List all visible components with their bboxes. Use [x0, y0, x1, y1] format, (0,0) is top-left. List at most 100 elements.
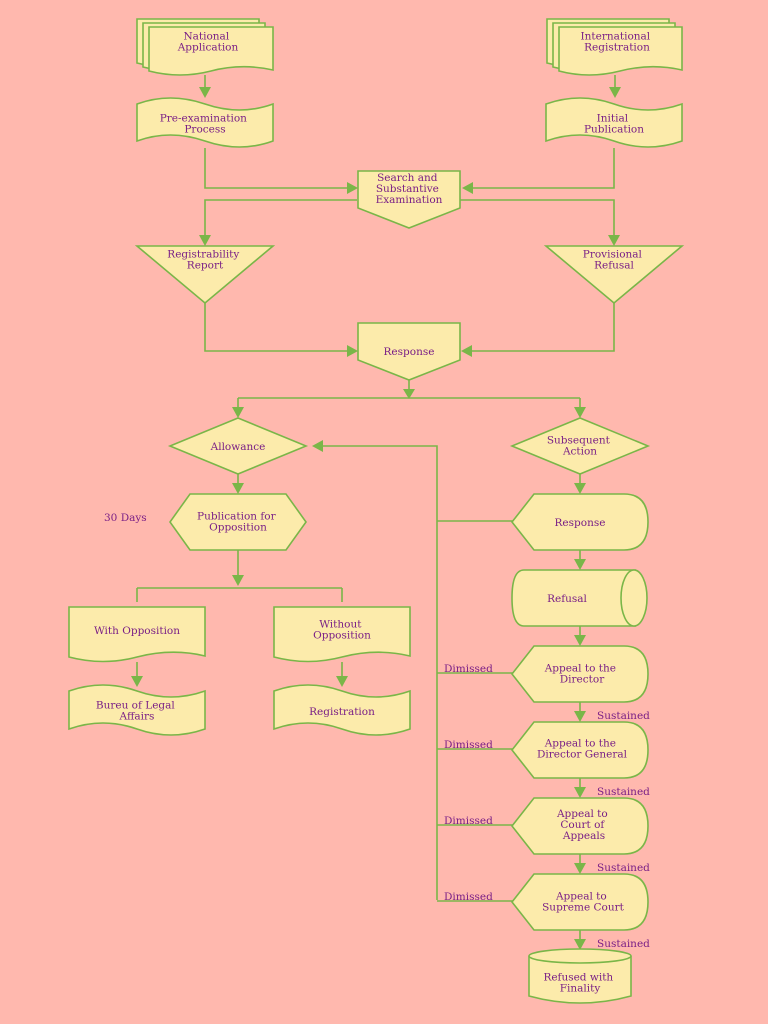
arrowhead-left: [461, 345, 472, 357]
label-line: International: [580, 31, 650, 43]
display-shape: [510, 721, 649, 779]
label-sustained: Sustained: [597, 938, 650, 950]
node-label: National Application: [177, 31, 239, 54]
node-label: Registration: [309, 706, 375, 718]
triangle-down-shape: [543, 245, 685, 305]
node-label: Refusal: [547, 593, 587, 605]
label-line: Registrability: [167, 249, 239, 261]
wavy-banner-shape: [68, 684, 206, 736]
arrowhead-down: [574, 939, 586, 950]
label-line: Application: [177, 42, 239, 54]
label-line: Substantive: [376, 183, 439, 195]
node-registration[interactable]: Registration: [273, 684, 411, 736]
label-line: Process: [184, 124, 225, 136]
label-line: Appeal to the: [544, 738, 616, 750]
label-line: Response: [555, 517, 606, 529]
label-sustained: Sustained: [597, 862, 650, 874]
stored-data-end: [620, 569, 648, 627]
node-label: Refused with Finality: [543, 972, 616, 995]
edge-pre-exam-to-search: [204, 148, 350, 189]
node-label: Search and Substantive Examination: [376, 172, 443, 206]
cylinder-top: [528, 948, 632, 964]
node-refused-finality[interactable]: Refused with Finality: [528, 948, 632, 1004]
arrowhead-down: [131, 676, 143, 687]
label-30-days: 30 Days: [104, 512, 147, 524]
label-line: Director General: [537, 749, 628, 761]
arrowhead-down: [403, 389, 415, 399]
label-line: Supreme Court: [542, 902, 625, 914]
node-pre-examination[interactable]: Pre-examination Process: [136, 97, 274, 148]
arrowhead-down: [199, 87, 211, 98]
node-appeal-court-appeals[interactable]: Appeal to Court of Appeals: [510, 797, 649, 855]
node-allowance[interactable]: Allowance: [167, 417, 309, 475]
arrowhead-down: [574, 711, 586, 722]
label-line: Allowance: [210, 441, 266, 453]
edge-search-to-registrability: [204, 199, 357, 240]
node-initial-publication[interactable]: Initial Publication: [545, 97, 683, 148]
label-line: Refusal: [594, 260, 634, 272]
arrowhead-down: [574, 787, 586, 798]
node-label: Response: [384, 346, 435, 358]
arrowhead-down: [232, 483, 244, 494]
arrowhead-down: [608, 235, 620, 246]
node-bureau-legal-affairs[interactable]: Bureu of Legal Affairs: [68, 684, 206, 736]
arrowhead-down: [574, 559, 586, 570]
node-label: Bureu of Legal Affairs: [96, 700, 178, 723]
node-appeal-supreme-court[interactable]: Appeal to Supreme Court: [510, 873, 649, 931]
triangle-down-shape: [134, 245, 276, 305]
label-line: Court of: [560, 819, 605, 831]
label-line: Pre-examination: [160, 113, 247, 125]
node-with-opposition[interactable]: With Opposition: [68, 606, 206, 663]
label-line: Registration: [309, 706, 375, 718]
node-national-application[interactable]: National Application: [136, 18, 274, 76]
node-appeal-director[interactable]: Appeal to the Director: [510, 645, 649, 703]
wavy-banner-shape: [136, 97, 274, 148]
label-line: Affairs: [119, 711, 155, 723]
node-refusal[interactable]: Refusal: [511, 569, 648, 627]
node-appeal-director-general[interactable]: Appeal to the Director General: [510, 721, 649, 779]
edge-return-vertical: [320, 445, 438, 900]
label-line: Appeal to: [555, 891, 607, 903]
node-label: Initial Publication: [584, 113, 644, 136]
node-label: Publication for Opposition: [197, 511, 279, 534]
node-registrability-report[interactable]: Registrability Report: [134, 245, 276, 305]
label-sustained: Sustained: [597, 786, 650, 798]
label-dismissed: Dimissed: [444, 815, 493, 827]
edge-registrability-to-response: [204, 303, 350, 352]
arrowhead-down: [232, 575, 244, 586]
label-line: Subsequent: [547, 435, 611, 447]
label-line: Report: [187, 260, 224, 272]
node-label: Appeal to Court of Appeals: [556, 808, 611, 842]
label-line: Opposition: [209, 522, 267, 534]
display-shape: [510, 873, 649, 931]
node-response-main[interactable]: Response: [357, 322, 461, 381]
arrowhead-left: [462, 182, 473, 194]
node-publication-opposition[interactable]: Publication for Opposition: [169, 493, 307, 551]
node-provisional-refusal[interactable]: Provisional Refusal: [543, 245, 685, 305]
arrowhead-down: [336, 676, 348, 687]
label-line: Bureu of Legal: [96, 700, 176, 712]
label-dismissed: Dimissed: [444, 891, 493, 903]
label-line: Without: [319, 619, 362, 631]
node-without-opposition[interactable]: Without Opposition: [273, 606, 411, 663]
label-line: Response: [384, 346, 435, 358]
node-subsequent-action[interactable]: Subsequent Action: [509, 417, 651, 475]
arrowhead-down: [574, 407, 586, 418]
cylinder-shape: [528, 956, 632, 1004]
arrowhead-left: [312, 440, 323, 452]
label-line: Finality: [560, 983, 601, 995]
node-search-examination[interactable]: Search and Substantive Examination: [357, 170, 461, 229]
node-response-display[interactable]: Response: [510, 493, 649, 551]
label-line: Refused with: [543, 972, 613, 984]
node-label: Appeal to the Director General: [537, 738, 628, 761]
document-shape: [273, 606, 411, 663]
wavy-banner-shape: [273, 684, 411, 736]
diamond-shape: [167, 417, 309, 475]
label-line: Examination: [376, 194, 443, 206]
node-label: Subsequent Action: [547, 435, 613, 458]
arrowhead-down: [574, 863, 586, 874]
node-international-registration[interactable]: International Registration: [546, 18, 683, 76]
label-line: Director: [560, 674, 605, 686]
